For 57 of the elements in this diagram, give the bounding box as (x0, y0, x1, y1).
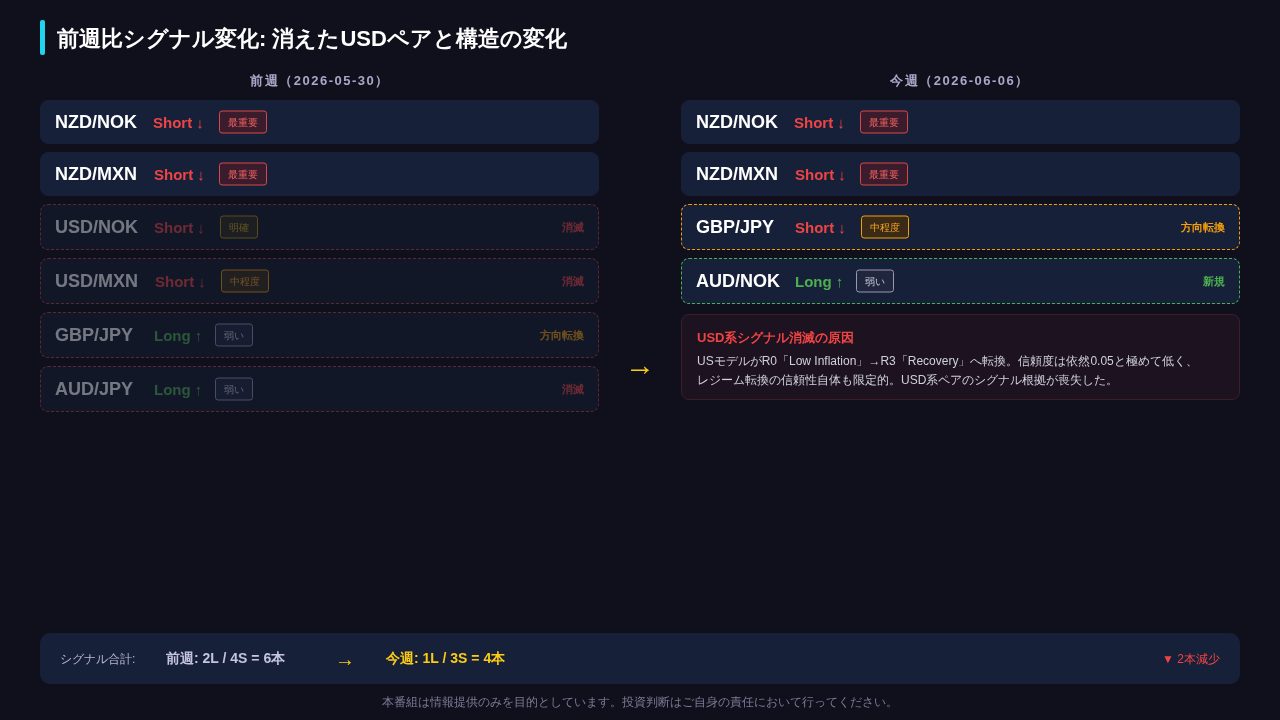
signal-row (40, 366, 599, 412)
pair-name: USD/NOK (55, 216, 138, 238)
pair-name: USD/MXN (55, 270, 138, 292)
pair-name: AUD/JPY (55, 378, 134, 400)
signal-row (40, 100, 599, 144)
previous-total: 前週: 2L / 4S = 6本 (166, 649, 286, 668)
strength-badge: 中程度 (221, 269, 269, 293)
status-label: 方向転換 (540, 327, 584, 343)
direction-label: Short ↓ (795, 218, 846, 236)
transition-arrow: → (625, 348, 655, 382)
signal-row (40, 312, 599, 358)
strength-badge: 最重要 (219, 110, 267, 134)
note-panel (681, 314, 1240, 400)
signal-row (40, 204, 599, 250)
pair-name: NZD/NOK (696, 111, 778, 133)
signal-row (40, 258, 599, 304)
note-heading: USD系シグナル消滅の原因 (697, 329, 855, 347)
change-label: ▼ 2本減少 (1162, 650, 1220, 667)
direction-label: Long ↑ (154, 380, 203, 398)
note-text: USモデルがR0「Low Inflation」→R3「Recovery」へ転換。信頼度は依然0.05と極めて低く、レジーム転換の信頼性自体も限定的。USD系ペアのシグナル根拠が喪失した。 (697, 353, 1199, 389)
pair-name: NZD/MXN (55, 163, 137, 185)
direction-label: Short ↓ (794, 113, 845, 131)
pair-name: GBP/JPY (55, 324, 134, 346)
status-label: 消滅 (562, 381, 584, 397)
status-label: 新規 (1203, 273, 1225, 289)
summary-bar (40, 633, 1240, 684)
current-total: 今週: 1L / 3S = 4本 (386, 649, 506, 668)
signal-row (681, 100, 1240, 144)
status-label: 消滅 (562, 273, 584, 289)
direction-label: Short ↓ (154, 165, 205, 183)
direction-label: Short ↓ (154, 218, 205, 236)
strength-badge: 最重要 (860, 110, 908, 134)
page-title: 前週比シグナル変化: 消えたUSDペアと構造の変化 (57, 25, 567, 53)
strength-badge: 最重要 (860, 162, 908, 186)
signal-row (681, 152, 1240, 196)
pair-name: NZD/MXN (696, 163, 778, 185)
direction-label: Short ↓ (153, 113, 204, 131)
status-label: 方向転換 (1181, 219, 1225, 235)
pair-name: NZD/NOK (55, 111, 137, 133)
strength-badge: 弱い (856, 269, 894, 293)
pair-name: AUD/NOK (696, 270, 780, 292)
direction-label: Long ↑ (795, 272, 844, 290)
status-label: 消滅 (562, 219, 584, 235)
strength-badge: 最重要 (219, 162, 267, 186)
direction-label: Long ↑ (154, 326, 203, 344)
pair-name: GBP/JPY (696, 216, 775, 238)
signal-row (681, 258, 1240, 304)
direction-label: Short ↓ (155, 272, 206, 290)
strength-badge: 中程度 (861, 215, 909, 239)
direction-label: Short ↓ (795, 165, 846, 183)
disclaimer-text: 本番組は情報提供のみを目的としています。投資判断はご自身の責任において行ってください。 (382, 695, 898, 710)
column-heading: 前週（2026-05-30） (250, 72, 390, 90)
summary-label: シグナル合計: (60, 650, 136, 667)
summary-arrow: → (335, 647, 355, 670)
signal-row (40, 152, 599, 196)
column-heading: 今週（2026-06-06） (890, 72, 1030, 90)
signal-row (681, 204, 1240, 250)
